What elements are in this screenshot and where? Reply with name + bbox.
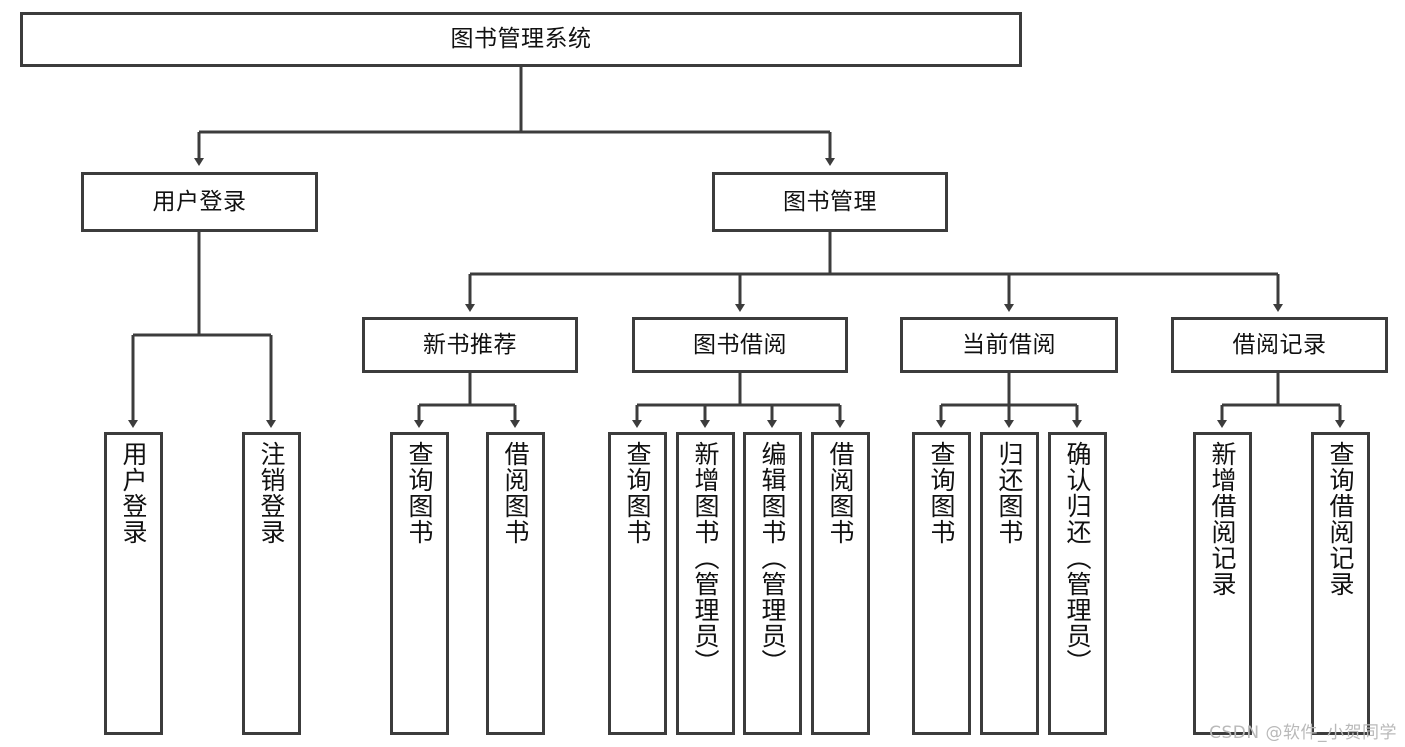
node-user-login-label: 用户登录 xyxy=(152,188,247,215)
node-leaf-borrow-book-1[interactable]: 借阅图书 xyxy=(486,432,545,735)
node-leaf-user-login[interactable]: 用户登录 xyxy=(104,432,163,735)
node-leaf-return-book-label: 归还图书 xyxy=(995,441,1024,545)
node-leaf-query-book-3[interactable]: 查询图书 xyxy=(912,432,971,735)
node-current-borrow-label: 当前借阅 xyxy=(962,331,1056,358)
node-book-manage[interactable]: 图书管理 xyxy=(712,172,948,232)
node-new-book-recommend-label: 新书推荐 xyxy=(423,331,517,358)
node-book-borrow-label: 图书借阅 xyxy=(693,331,787,358)
node-leaf-return-book[interactable]: 归还图书 xyxy=(980,432,1039,735)
node-book-manage-label: 图书管理 xyxy=(783,188,877,215)
node-root[interactable]: 图书管理系统 xyxy=(20,12,1022,67)
node-leaf-query-book-2-label: 查询图书 xyxy=(623,441,652,545)
node-current-borrow[interactable]: 当前借阅 xyxy=(900,317,1118,373)
node-leaf-add-book[interactable]: 新增图书（管理员） xyxy=(676,432,735,735)
watermark-text: CSDN @软件_小贺同学 xyxy=(1209,723,1397,743)
node-leaf-query-record[interactable]: 查询借阅记录 xyxy=(1311,432,1370,735)
node-leaf-query-book-2[interactable]: 查询图书 xyxy=(608,432,667,735)
node-leaf-confirm-return-label: 确认归还（管理员） xyxy=(1063,441,1092,675)
node-user-login[interactable]: 用户登录 xyxy=(81,172,318,232)
node-borrow-record-label: 借阅记录 xyxy=(1232,331,1327,358)
node-leaf-confirm-return[interactable]: 确认归还（管理员） xyxy=(1048,432,1107,735)
node-leaf-query-book-1[interactable]: 查询图书 xyxy=(390,432,449,735)
node-leaf-add-book-label: 新增图书（管理员） xyxy=(691,441,720,675)
node-leaf-add-record-label: 新增借阅记录 xyxy=(1208,441,1237,597)
node-leaf-edit-book-label: 编辑图书（管理员） xyxy=(758,441,787,675)
node-leaf-logout-label: 注销登录 xyxy=(257,441,286,545)
node-leaf-borrow-book-1-label: 借阅图书 xyxy=(501,441,530,545)
node-book-borrow[interactable]: 图书借阅 xyxy=(632,317,848,373)
node-leaf-borrow-book-2[interactable]: 借阅图书 xyxy=(811,432,870,735)
node-root-label: 图书管理系统 xyxy=(450,26,592,53)
node-leaf-user-login-label: 用户登录 xyxy=(119,441,148,545)
node-leaf-query-record-label: 查询借阅记录 xyxy=(1326,441,1355,597)
node-leaf-edit-book[interactable]: 编辑图书（管理员） xyxy=(743,432,802,735)
node-leaf-logout[interactable]: 注销登录 xyxy=(242,432,301,735)
node-leaf-query-book-1-label: 查询图书 xyxy=(405,441,434,545)
node-leaf-query-book-3-label: 查询图书 xyxy=(927,441,956,545)
node-new-book-recommend[interactable]: 新书推荐 xyxy=(362,317,578,373)
node-leaf-add-record[interactable]: 新增借阅记录 xyxy=(1193,432,1252,735)
node-borrow-record[interactable]: 借阅记录 xyxy=(1171,317,1388,373)
node-leaf-borrow-book-2-label: 借阅图书 xyxy=(826,441,855,545)
